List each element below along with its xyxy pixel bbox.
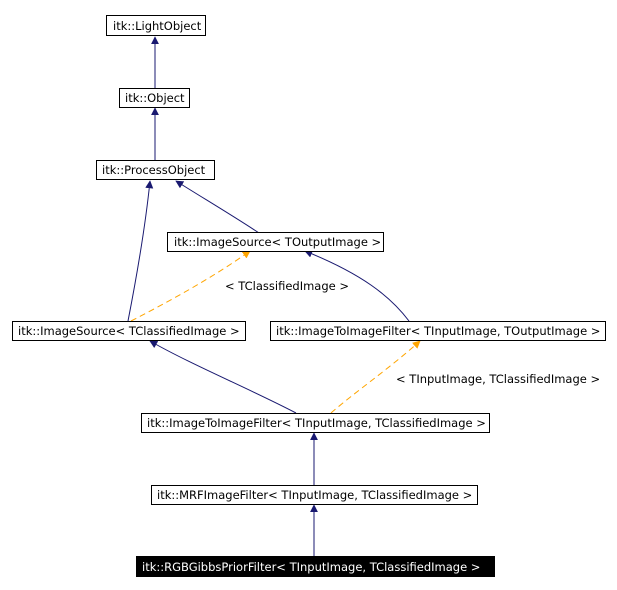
- node-image-to-image-filter-classified[interactable]: itk::ImageToImageFilter< TInputImage, TC…: [141, 413, 490, 433]
- edge-imagesource-output-to-processobject: [175, 180, 260, 234]
- edge-template-i2i-classified: [330, 340, 421, 414]
- node-label: itk::ImageSource< TOutputImage >: [174, 235, 381, 249]
- node-light-object[interactable]: itk::LightObject: [106, 15, 206, 36]
- edge-label-input-classified: < TInputImage, TClassifiedImage >: [396, 372, 600, 386]
- node-label: itk::MRFImageFilter< TInputImage, TClass…: [157, 488, 472, 502]
- node-mrf-image-filter[interactable]: itk::MRFImageFilter< TInputImage, TClass…: [151, 485, 478, 505]
- node-label: itk::ImageToImageFilter< TInputImage, TO…: [276, 324, 600, 338]
- node-label: itk::ProcessObject: [102, 163, 206, 177]
- edge-imagesource-classified-to-processobject: [127, 180, 154, 322]
- node-label: itk::RGBGibbsPriorFilter< TInputImage, T…: [142, 560, 480, 574]
- node-image-source-output[interactable]: itk::ImageSource< TOutputImage >: [167, 232, 384, 252]
- edge-labels: < TClassifiedImage > < TInputImage, TCla…: [225, 279, 600, 386]
- node-label: itk::ImageToImageFilter< TInputImage, TC…: [147, 416, 486, 430]
- node-process-object[interactable]: itk::ProcessObject: [96, 160, 215, 180]
- edge-i2i-output-to-imagesource-output: [304, 249, 410, 322]
- edges: [127, 36, 421, 556]
- edge-i2i-classified-to-imagesource-classified: [149, 340, 297, 414]
- node-image-to-image-filter-output[interactable]: itk::ImageToImageFilter< TInputImage, TO…: [270, 321, 606, 341]
- edge-template-imagesource-classified: [130, 250, 251, 322]
- edge-label-classified-image: < TClassifiedImage >: [225, 279, 349, 293]
- node-label: itk::Object: [125, 91, 185, 105]
- node-label: itk::LightObject: [113, 19, 202, 33]
- node-object[interactable]: itk::Object: [119, 88, 190, 108]
- node-label: itk::ImageSource< TClassifiedImage >: [18, 324, 240, 338]
- node-image-source-classified[interactable]: itk::ImageSource< TClassifiedImage >: [12, 321, 246, 341]
- node-rgb-gibbs-prior-filter: itk::RGBGibbsPriorFilter< TInputImage, T…: [136, 556, 495, 577]
